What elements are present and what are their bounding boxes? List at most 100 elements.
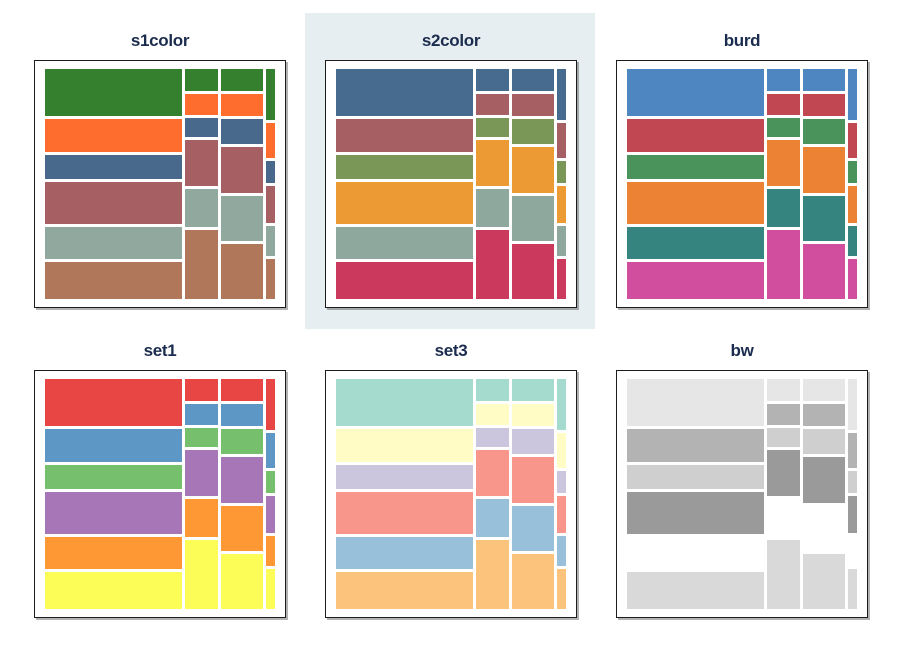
mosaic-cell [767, 403, 801, 425]
mosaic-cell [185, 428, 219, 448]
mosaic-cell [767, 540, 801, 609]
mosaic-cell [767, 188, 801, 228]
mosaic-cell [221, 505, 264, 552]
mosaic-cell [848, 569, 857, 609]
mosaic-cell [476, 140, 510, 186]
mosaic-cell [767, 450, 801, 496]
mosaic-cell [45, 572, 183, 609]
mosaic-cell [848, 536, 857, 566]
mosaic-cell [767, 69, 801, 91]
mosaic-cell [185, 379, 219, 401]
mosaic-cell [221, 554, 264, 610]
mosaic-cell [336, 572, 474, 609]
mosaic-cell [803, 505, 846, 552]
mosaic-cell [803, 119, 846, 145]
mosaic-cell [512, 93, 555, 117]
mosaic-cell [221, 403, 264, 427]
mosaic-cell [803, 554, 846, 610]
mosaic-cell [627, 69, 765, 117]
mosaic-cell [476, 403, 510, 425]
mosaic-cell [803, 195, 846, 242]
mosaic-plot [336, 69, 566, 300]
mosaic-plot-frame [616, 370, 868, 618]
mosaic-cell [557, 536, 566, 566]
mosaic-cell [476, 450, 510, 496]
mosaic-cell [803, 403, 846, 427]
mosaic-cell [627, 492, 765, 535]
mosaic-cell [185, 118, 219, 138]
mosaic-cell [336, 227, 474, 260]
mosaic-cell [557, 495, 566, 534]
mosaic-cell [266, 379, 275, 430]
mosaic-cell [627, 379, 765, 427]
panel-set3: set3 [325, 332, 577, 618]
panel-s2color: s2color [325, 22, 577, 308]
mosaic-cell [45, 492, 183, 535]
mosaic-cell [45, 262, 183, 299]
mosaic-cell [557, 226, 566, 256]
mosaic-cell [45, 379, 183, 427]
mosaic-cell [476, 498, 510, 538]
mosaic-cell [266, 536, 275, 566]
mosaic-column [185, 379, 219, 609]
mosaic-column [767, 379, 801, 609]
mosaic-cell [221, 457, 264, 503]
mosaic-cell [185, 450, 219, 496]
mosaic-cell [557, 569, 566, 609]
mosaic-cell [803, 147, 846, 193]
mosaic-cell [848, 379, 857, 430]
mosaic-cell [557, 432, 566, 469]
mosaic-cell [266, 471, 275, 493]
mosaic-column [848, 379, 857, 609]
mosaic-cell [221, 147, 264, 193]
mosaic-cell [767, 140, 801, 186]
mosaic-column [512, 379, 555, 610]
mosaic-plot [45, 69, 275, 300]
mosaic-cell [512, 147, 555, 193]
mosaic-cell [512, 457, 555, 503]
mosaic-cell [45, 154, 183, 180]
mosaic-cell [767, 379, 801, 401]
mosaic-cell [803, 429, 846, 455]
mosaic-cell [45, 69, 183, 117]
mosaic-cell [266, 161, 275, 183]
mosaic-cell [185, 188, 219, 228]
mosaic-cell [185, 230, 219, 299]
mosaic-cell [848, 495, 857, 534]
mosaic-cell [848, 161, 857, 183]
mosaic-cell [627, 572, 765, 609]
mosaic-plot-frame [34, 370, 286, 618]
mosaic-plot-frame [325, 60, 577, 308]
mosaic-cell [767, 118, 801, 138]
mosaic-column [221, 379, 264, 610]
mosaic-cell [803, 457, 846, 503]
mosaic-column [557, 69, 566, 299]
mosaic-cell [185, 540, 219, 609]
mosaic-cell [557, 185, 566, 224]
mosaic-cell [627, 154, 765, 180]
mosaic-cell [627, 429, 765, 462]
mosaic-cell [336, 182, 474, 225]
mosaic-column [557, 379, 566, 609]
mosaic-cell [476, 540, 510, 609]
mosaic-cell [45, 227, 183, 260]
mosaic-cell [767, 498, 801, 538]
mosaic-cell [767, 428, 801, 448]
mosaic-cell [266, 122, 275, 159]
mosaic-cell [476, 188, 510, 228]
panel-title: s1color [130, 31, 190, 50]
mosaic-column [512, 69, 555, 300]
mosaic-cell [627, 227, 765, 260]
mosaic-cell [185, 93, 219, 115]
mosaic-cell [627, 119, 765, 152]
mosaic-cell [557, 161, 566, 183]
mosaic-cell [557, 69, 566, 120]
mosaic-plot [45, 379, 275, 610]
mosaic-cell [266, 69, 275, 120]
mosaic-column [45, 69, 183, 299]
mosaic-column [476, 379, 510, 609]
mosaic-plot-frame [34, 60, 286, 308]
mosaic-cell [767, 230, 801, 299]
mosaic-cell [627, 262, 765, 299]
mosaic-cell [512, 244, 555, 300]
